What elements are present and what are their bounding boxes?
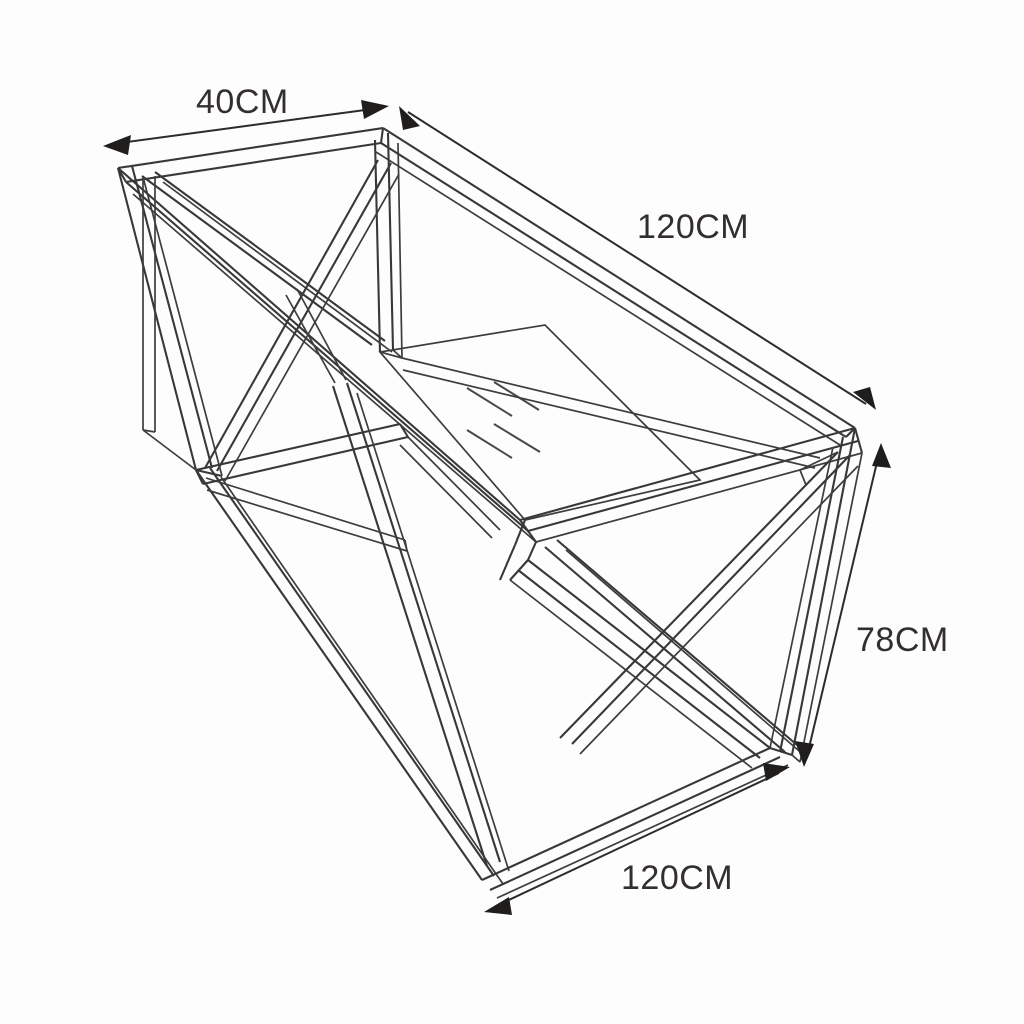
arrowhead-icon [103,135,131,155]
inner-post-detail [285,288,347,384]
arrowhead-icon [872,443,891,468]
arrowhead-icon [399,106,420,130]
top-frame-rails [117,126,864,543]
glass-top-panel [378,324,702,521]
dimension-height-78cm: 78CM [795,443,949,767]
dimension-length-bottom-120cm: 120CM [484,763,790,915]
right-outer-post [791,452,863,763]
post-joint-detail [379,349,403,359]
dimension-label-40cm: 40CM [196,83,289,121]
glass-shine-icon [466,381,541,459]
end-panel-right [499,427,859,769]
dimension-label-78cm: 78CM [856,621,949,659]
dimension-length-top-120cm: 120CM [399,106,876,410]
dimension-label-120cm-bottom: 120CM [621,859,733,897]
stretcher-mid-right [399,436,501,539]
table-frame-assembly [116,126,864,899]
leg-front-left [195,467,504,885]
leg-center-front [332,382,510,872]
arrowhead-icon [795,741,814,767]
arrowhead-icon [361,100,389,119]
dimension-label-120cm-top: 120CM [637,208,749,246]
stretcher-mid-left [205,477,408,552]
end-panel-left [116,132,409,486]
arrowhead-icon [484,897,512,915]
dimension-width-40cm: 40CM [103,83,389,155]
left-inner-frame [142,176,197,471]
arrowhead-icon [853,387,876,410]
floor-rail-front [481,747,789,899]
arrowhead-icon [763,763,790,781]
under-top-rail-right [401,357,821,469]
